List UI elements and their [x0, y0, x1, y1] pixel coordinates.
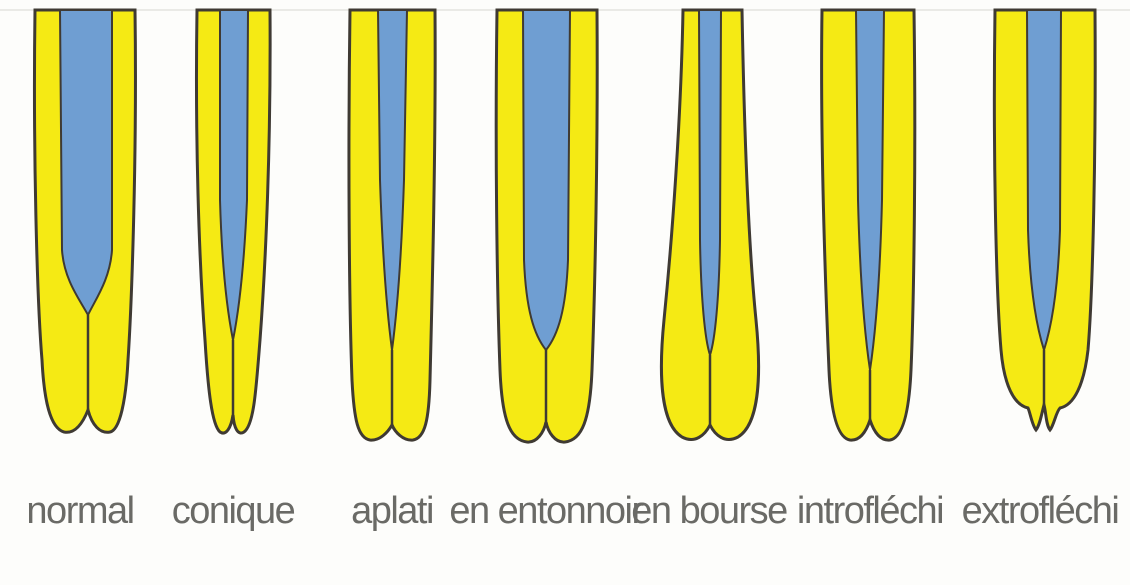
- shape-en-entonnoir: [496, 10, 597, 442]
- shape-conique: [196, 10, 270, 433]
- inner-canal: [60, 10, 112, 315]
- label-extroflechi: extrofléchi: [962, 490, 1119, 533]
- shape-introflechi: [822, 10, 915, 440]
- shape-en-bourse: [661, 10, 758, 439]
- label-en-bourse: en bourse: [631, 490, 787, 533]
- label-normal: normal: [26, 490, 133, 533]
- inner-canal: [699, 10, 721, 355]
- label-conique: conique: [172, 490, 295, 533]
- shape-extroflechi: [994, 10, 1095, 430]
- shape-aplati: [349, 10, 435, 440]
- label-aplati: aplati: [351, 490, 433, 533]
- inner-canal: [523, 10, 570, 350]
- label-en-entonnoir: en entonnoir: [449, 490, 642, 533]
- shape-normal: [34, 10, 135, 432]
- label-introflechi: introfléchi: [797, 490, 943, 533]
- labels-row: normal conique aplati en entonnoir en bo…: [0, 490, 1130, 570]
